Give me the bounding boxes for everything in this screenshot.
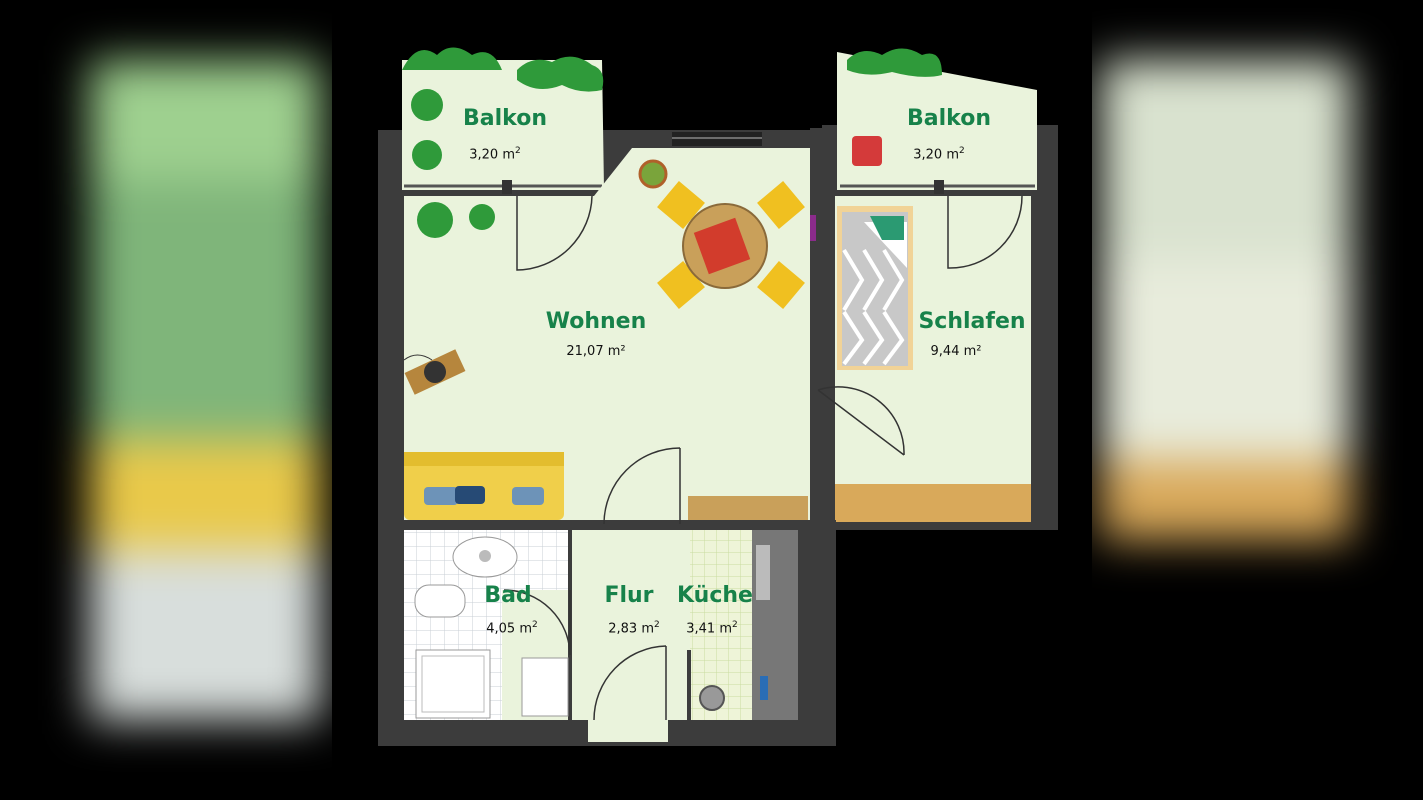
wohnen-name: Wohnen xyxy=(545,309,647,334)
schlafen-name: Schlafen xyxy=(918,309,1026,334)
wohnen-area: 21,07 m² xyxy=(566,344,626,359)
kueche-area: 3,41 m2 xyxy=(686,620,738,637)
balcony-right-floor xyxy=(837,52,1037,190)
bathroom-fixtures xyxy=(414,536,569,719)
floor-plan: Balkon 3,20 m2 Balkon 3,20 m2 Wohnen 21,… xyxy=(332,0,1092,800)
sideboard xyxy=(688,496,808,520)
dining-set xyxy=(657,181,805,309)
kueche-name: Küche xyxy=(677,583,753,608)
floor-plan-drawing xyxy=(378,47,1058,746)
balkon-left-area: 3,20 m2 xyxy=(469,146,521,163)
toilet-icon xyxy=(414,584,466,618)
left-blurred-backdrop xyxy=(0,0,332,800)
balcony-left-floor xyxy=(402,60,604,190)
shower-icon xyxy=(415,649,491,719)
balkon-left-name: Balkon xyxy=(463,106,547,131)
bed-icon xyxy=(837,206,913,370)
door-icon xyxy=(503,195,1023,721)
flur-name: Flur xyxy=(604,583,654,608)
bad-area: 4,05 m2 xyxy=(486,620,538,637)
balkon-right-name: Balkon xyxy=(907,106,991,131)
chair-icon xyxy=(852,136,882,166)
flur-area: 2,83 m2 xyxy=(608,620,660,637)
stove-icon xyxy=(699,685,725,711)
wardrobe xyxy=(835,484,1031,522)
flur-floor xyxy=(572,530,690,742)
sofa-icon xyxy=(404,452,564,520)
schlafen-area: 9,44 m² xyxy=(930,344,982,359)
plant-icon xyxy=(402,47,942,238)
table-icon xyxy=(404,349,466,395)
balkon-right-area: 3,20 m2 xyxy=(913,146,965,163)
sink-icon xyxy=(756,545,770,600)
right-blurred-backdrop xyxy=(1091,0,1423,800)
bad-name: Bad xyxy=(484,583,532,608)
